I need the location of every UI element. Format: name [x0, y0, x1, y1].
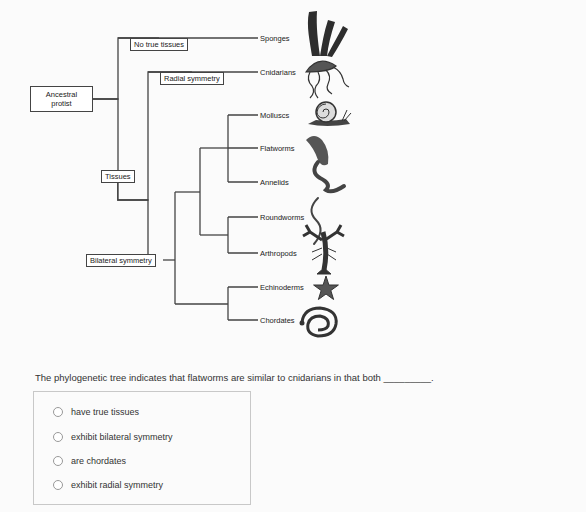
branch-line — [200, 234, 228, 235]
branch-line — [175, 303, 228, 304]
taxon-label: Annelids — [260, 178, 289, 187]
branch-line — [227, 217, 228, 253]
branch-line — [228, 217, 258, 253]
chordate-illustration — [300, 308, 337, 336]
answer-option: are chordates — [71, 456, 126, 467]
taxon-label: Echinoderms — [260, 283, 304, 292]
tree-branch — [93, 99, 118, 170]
node-text: Radial symmetry — [164, 74, 220, 83]
snail-illustration — [308, 102, 351, 126]
radio-buttons — [54, 408, 63, 490]
answer-option: exhibit radial symmetry — [71, 480, 163, 491]
branch-line — [175, 191, 200, 192]
radio-button — [54, 408, 63, 417]
node-text: No true tissues — [134, 40, 184, 49]
taxon-label: Molluscs — [260, 111, 289, 120]
taxon-label: Roundworms — [260, 213, 304, 222]
taxon-label: Sponges — [260, 34, 290, 43]
branch-line — [199, 148, 200, 235]
taxon-label: Arthropods — [260, 249, 297, 258]
node-text: Ancestral protist — [37, 90, 86, 108]
annelid-illustration — [314, 162, 344, 191]
answer-option: exhibit bilateral symmetry — [71, 432, 173, 443]
trait-box: Bilateral symmetry — [86, 254, 156, 267]
branch-line — [227, 287, 228, 320]
answer-panel: have true tissues exhibit bilateral symme… — [33, 391, 251, 505]
starfish-illustration — [314, 276, 339, 300]
question-text: The phylogenetic tree indicates that fla… — [35, 372, 434, 383]
taxon-label: Cnidarians — [260, 68, 296, 77]
branch-line — [200, 147, 228, 148]
branch-line — [174, 192, 175, 304]
trait-box: Tissues — [101, 170, 135, 183]
radio-button — [54, 433, 63, 442]
tree-lines — [118, 38, 258, 320]
root-box: Ancestral protist — [30, 86, 93, 112]
taxon-label: Flatworms — [260, 144, 295, 153]
branch-line — [228, 115, 258, 182]
radio-button — [54, 481, 63, 490]
trait-box: No true tissues — [130, 38, 188, 51]
branch-line — [228, 287, 258, 320]
cnidarian-illustration — [306, 61, 349, 98]
node-text: Bilateral symmetry — [90, 256, 152, 265]
tree-branch — [118, 183, 148, 254]
node-text: Tissues — [105, 172, 131, 181]
taxon-label: Chordates — [260, 316, 295, 325]
radio-button — [54, 457, 63, 466]
answer-option: have true tissues — [71, 407, 139, 418]
lobster-illustration — [303, 225, 344, 274]
trait-box: Radial symmetry — [160, 72, 224, 85]
sponge-illustration — [308, 11, 348, 57]
branch-line — [163, 259, 175, 260]
